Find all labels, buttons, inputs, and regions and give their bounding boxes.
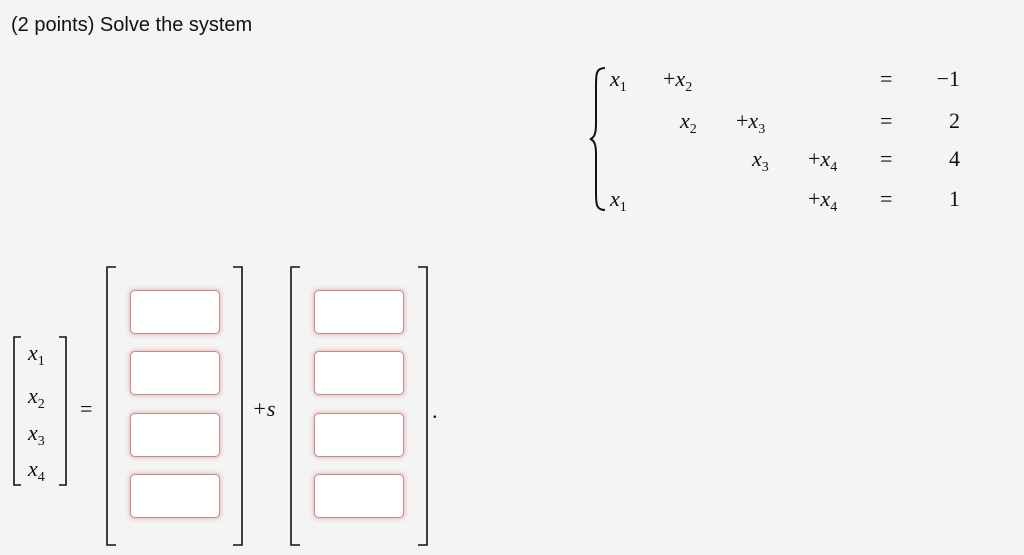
particular-bracket-left <box>106 266 116 546</box>
sys-r3-x4: +x4 <box>808 146 838 175</box>
sys-r2-rhs: 2 <box>949 108 960 133</box>
sys-r4-x4: +x4 <box>808 186 838 215</box>
unknowns-bracket-right <box>59 336 67 486</box>
direction-x4-input[interactable] <box>314 474 404 518</box>
sys-r1-x2: +x2 <box>663 66 693 95</box>
sys-r2-equals: = <box>880 108 893 133</box>
vec-var-x1: x1 <box>28 340 45 369</box>
vec-var-x3: x3 <box>28 420 45 449</box>
sys-r3-equals: = <box>880 146 893 171</box>
direction-x2-input[interactable] <box>314 351 404 395</box>
left-brace <box>589 67 606 211</box>
sys-r4-equals: = <box>880 186 893 211</box>
direction-bracket-left <box>290 266 300 546</box>
vec-var-x2: x2 <box>28 383 45 412</box>
direction-x1-input[interactable] <box>314 290 404 334</box>
unknowns-bracket-left <box>13 336 21 486</box>
trailing-period: . <box>432 398 438 423</box>
problem-prompt: (2 points) Solve the system <box>11 14 253 36</box>
sys-r1-equals: = <box>880 66 893 91</box>
direction-x3-input[interactable] <box>314 413 404 457</box>
sys-r1-rhs: −1 <box>936 66 960 91</box>
vector-equals: = <box>80 396 93 421</box>
sys-r2-x3: +x3 <box>736 108 766 137</box>
particular-bracket-right <box>233 266 243 546</box>
vec-var-x4: x4 <box>28 456 45 485</box>
sys-r2-x2: x2 <box>680 108 697 137</box>
plus-s-label: +s <box>252 396 276 421</box>
sys-r4-x1: x1 <box>610 186 627 215</box>
sys-r1-x1: x1 <box>610 66 627 95</box>
particular-x2-input[interactable] <box>130 351 220 395</box>
sys-r3-x3: x3 <box>752 146 769 175</box>
particular-x3-input[interactable] <box>130 413 220 457</box>
sys-r4-rhs: 1 <box>949 186 960 211</box>
direction-bracket-right <box>418 266 428 546</box>
particular-x4-input[interactable] <box>130 474 220 518</box>
particular-x1-input[interactable] <box>130 290 220 334</box>
sys-r3-rhs: 4 <box>949 146 960 171</box>
